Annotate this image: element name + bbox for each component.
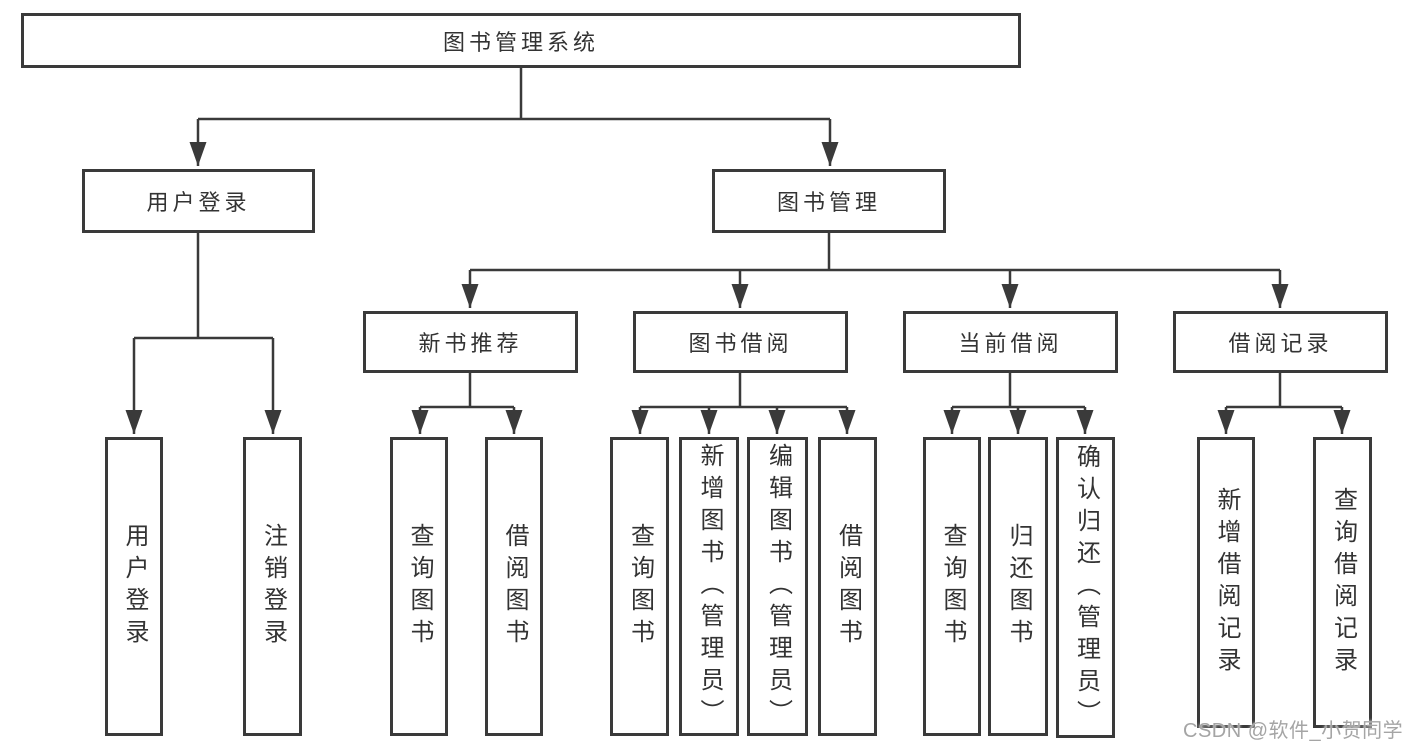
node-book-management-label: 图书管理	[776, 190, 881, 215]
leaf-borrow-borrow-label: 借阅图书	[834, 522, 862, 651]
node-new-book-recommend-label: 新书推荐	[418, 331, 523, 356]
node-root: 图书管理系统	[21, 13, 1021, 68]
node-book-borrow: 图书借阅	[633, 311, 848, 373]
leaf-current-return-label: 归还图书	[1005, 522, 1032, 651]
node-borrow-record-label: 借阅记录	[1228, 331, 1333, 356]
leaf-borrow-edit: 编辑图书（管理员）	[747, 437, 808, 736]
node-borrow-record: 借阅记录	[1173, 311, 1388, 373]
leaf-record-query: 查询借阅记录	[1313, 437, 1372, 728]
node-root-label: 图书管理系统	[442, 29, 599, 55]
leaf-borrow-add: 新增图书（管理员）	[679, 437, 739, 736]
leaf-record-query-label: 查询借阅记录	[1329, 486, 1357, 679]
leaf-recommend-query: 查询图书	[390, 437, 448, 736]
node-new-book-recommend: 新书推荐	[363, 311, 578, 373]
leaf-logout: 注销登录	[243, 437, 302, 736]
leaf-current-query-label: 查询图书	[939, 522, 966, 651]
leaf-record-add-label: 新增借阅记录	[1213, 486, 1240, 679]
leaf-recommend-query-label: 查询图书	[406, 522, 433, 651]
leaf-user-login: 用户登录	[105, 437, 163, 736]
node-current-borrow-label: 当前借阅	[958, 331, 1063, 356]
node-current-borrow: 当前借阅	[903, 311, 1118, 373]
leaf-borrow-add-label: 新增图书（管理员）	[696, 442, 723, 731]
leaf-current-confirm: 确认归还（管理员）	[1056, 437, 1115, 738]
leaf-borrow-query-label: 查询图书	[626, 522, 654, 651]
node-user-login-label: 用户登录	[146, 190, 251, 215]
node-book-borrow-label: 图书借阅	[688, 331, 793, 356]
leaf-borrow-query: 查询图书	[610, 437, 669, 736]
leaf-borrow-borrow: 借阅图书	[818, 437, 877, 736]
leaf-user-login-label: 用户登录	[121, 522, 148, 651]
watermark: CSDN @软件_小贺同学	[1183, 720, 1404, 742]
node-book-management: 图书管理	[712, 169, 946, 233]
leaf-current-return: 归还图书	[988, 437, 1048, 736]
leaf-record-add: 新增借阅记录	[1197, 437, 1255, 728]
node-user-login: 用户登录	[82, 169, 315, 233]
leaf-recommend-borrow: 借阅图书	[485, 437, 543, 736]
leaf-current-confirm-label: 确认归还（管理员）	[1072, 443, 1100, 732]
leaf-borrow-edit-label: 编辑图书（管理员）	[764, 442, 792, 731]
leaf-current-query: 查询图书	[923, 437, 981, 736]
leaf-logout-label: 注销登录	[259, 522, 287, 651]
leaf-recommend-borrow-label: 借阅图书	[501, 522, 528, 651]
